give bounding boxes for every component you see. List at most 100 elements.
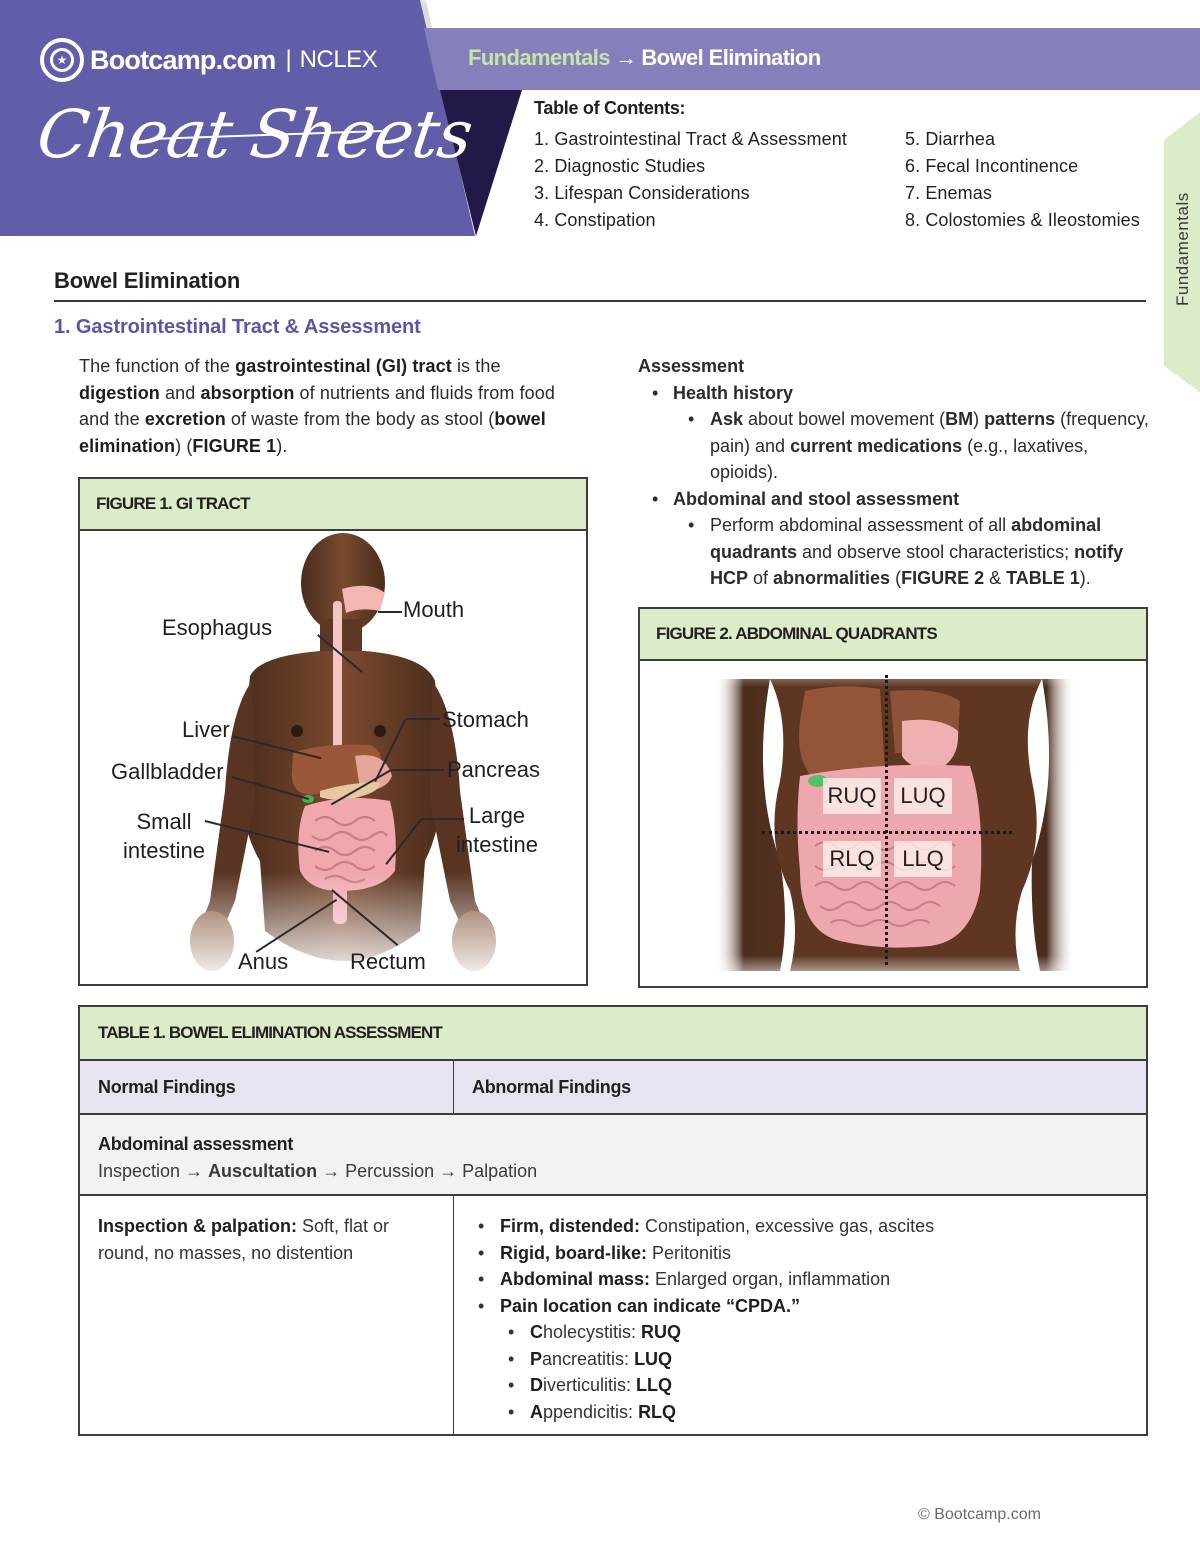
cell-abnormal-findings: • Firm, distended: Constipation, excessiv… [454, 1196, 1146, 1434]
assessment-title: Assessment [638, 356, 745, 376]
toc-item[interactable]: 8. Colostomies & Ileostomies [905, 210, 1140, 230]
toc-item[interactable]: 6. Fecal Incontinence [905, 156, 1079, 176]
figure-gi-tract: FIGURE 1. GI TRACT [78, 477, 588, 986]
cpda-item: • Pancreatitis: LUQ [472, 1346, 1128, 1373]
toc-item[interactable]: 4. Constipation [534, 210, 656, 230]
brand-separator: | [285, 46, 292, 73]
assessment-list: • Health history • Ask about bowel movem… [638, 380, 1158, 592]
quadrant-llq: LLQ [894, 841, 952, 877]
cpda-condition: ancreatitis: [542, 1348, 635, 1369]
table-span-row: Abdominal assessment Inspection → Auscul… [80, 1115, 1146, 1196]
breadcrumb-section[interactable]: Fundamentals [468, 45, 611, 70]
human-body-gi-illustration [80, 531, 586, 984]
breadcrumb-arrow-icon: → [614, 45, 637, 70]
table-title: TABLE 1. BOWEL ELIMINATION ASSESSMENT [80, 1007, 1146, 1061]
bullet-icon: • [688, 409, 695, 429]
label-mouth: Mouth [403, 597, 465, 622]
side-tab-fundamentals[interactable] [1164, 112, 1200, 392]
bullet-icon: • [508, 1375, 515, 1395]
toc-item[interactable]: 2. Diagnostic Studies [534, 156, 706, 176]
bullet-icon: • [478, 1242, 485, 1263]
figure-title: FIGURE 1. GI TRACT [80, 479, 586, 531]
toc-item[interactable]: 7. Enemas [905, 183, 992, 203]
horizontal-umbilical-line [762, 831, 1012, 834]
abnormal-text: Enlarged organ, inflammation [650, 1269, 891, 1289]
abnormal-text: Peritonitis [647, 1242, 732, 1263]
breadcrumb-band [424, 28, 1200, 90]
toc-item[interactable]: 5. Diarrhea [905, 129, 996, 149]
title-divider [54, 300, 1146, 302]
bullet-icon: • [508, 1348, 515, 1369]
brand-logo-lockup[interactable]: ★ Bootcamp.com | NCLEX [40, 38, 378, 82]
bullet-icon: • [478, 1216, 485, 1236]
leader-large-intestine [422, 818, 464, 820]
cpda-initial: C [530, 1322, 543, 1342]
leader-mouth [378, 611, 402, 613]
cpda-quadrant: LLQ [636, 1375, 673, 1395]
assessment-item: • Health history [638, 380, 1158, 407]
cell-normal-findings: Inspection & palpation: Soft, flat or ro… [80, 1196, 454, 1434]
quadrant-rlq: RLQ [823, 841, 881, 877]
table-header-row: Normal Findings Abnormal Findings [80, 1061, 1146, 1115]
toc-title: Table of Contents: [534, 98, 686, 118]
brand-name: Bootcamp.com [90, 44, 276, 75]
abnormal-label: Rigid, board-like: [500, 1242, 648, 1263]
label-pancreas: Pancreas [447, 757, 540, 782]
cpda-quadrant: RLQ [638, 1401, 677, 1422]
label-small-intestine: Small intestine [123, 809, 205, 863]
abnormal-label: Pain location can indicate “CPDA.” [500, 1295, 801, 1316]
brand-product: NCLEX [299, 46, 378, 73]
cpda-item: •Cholecystitis: RUQ [472, 1319, 1128, 1346]
abnormal-item: •Abdominal mass: Enlarged organ, inflamm… [472, 1266, 1128, 1293]
toc-item[interactable]: 1. Gastrointestinal Tract & Assessment [534, 129, 847, 149]
assessment-item: • Abdominal and stool assessment [638, 486, 1158, 513]
abdominal-quadrants-illustration: RUQ LUQ RLQ LLQ [640, 661, 1146, 986]
figure-abdominal-quadrants: FIGURE 2. ABDOMINAL QUADRANTS [638, 607, 1148, 988]
abnormal-label: Firm, distended: [500, 1216, 641, 1236]
table-bowel-elimination-assessment: TABLE 1. BOWEL ELIMINATION ASSESSMENT No… [78, 1005, 1148, 1436]
intro-paragraph: The function of the gastrointestinal (GI… [79, 356, 555, 456]
figure-title: FIGURE 2. ABDOMINAL QUADRANTS [640, 609, 1146, 661]
assessment-sequence: Inspection → Auscultation → Percussion →… [98, 1161, 538, 1181]
table-of-contents: Table of Contents: 1. Gastrointestinal T… [534, 98, 1154, 234]
normal-label: Inspection & palpation: [98, 1216, 298, 1236]
label-stomach: Stomach [442, 707, 529, 732]
bullet-icon: • [688, 515, 695, 535]
label-esophagus: Esophagus [162, 615, 273, 640]
cpda-initial: A [530, 1401, 543, 1422]
label-gallbladder: Gallbladder [111, 759, 224, 784]
bullet-icon: • [652, 488, 659, 509]
assessment-block: Assessment • Health history • Ask about … [638, 353, 1158, 592]
page-title: Bowel Elimination [54, 268, 241, 293]
label-rectum: Rectum [350, 949, 426, 974]
assessment-subitem-text: Ask about bowel movement (BM) patterns (… [710, 409, 1149, 482]
toc-column-2: 5. Diarrhea 6. Fecal Incontinence 7. Ene… [905, 126, 1140, 234]
abnormal-findings-list: • Firm, distended: Constipation, excessiv… [472, 1213, 1128, 1425]
cpda-condition: holecystitis: [543, 1322, 642, 1342]
cpda-condition: ppendicitis: [543, 1401, 639, 1422]
toc-item[interactable]: 3. Lifespan Considerations [534, 183, 750, 203]
gi-tract-illustration: Mouth Esophagus Liver Stomach Gallbladde… [80, 531, 586, 984]
bootcamp-star-logo-icon: ★ [40, 38, 84, 82]
cpda-quadrant: RUQ [641, 1322, 682, 1342]
breadcrumb-topic: Bowel Elimination [641, 45, 821, 70]
assessment-item-label: Abdominal and stool assessment [673, 488, 960, 509]
column-header-normal: Normal Findings [80, 1061, 454, 1113]
assessment-subitem: • Ask about bowel movement (BM) patterns… [638, 406, 1158, 486]
normal-text: Soft, flat or round, no masses, no diste… [98, 1216, 390, 1263]
bullet-icon: • [478, 1295, 485, 1316]
cpda-initial: P [530, 1348, 543, 1369]
abnormal-text: Constipation, excessive gas, ascites [640, 1216, 935, 1236]
cpda-quadrant: LUQ [634, 1348, 673, 1369]
cpda-item: •Diverticulitis: LLQ [472, 1372, 1128, 1399]
abnormal-item: • Rigid, board-like: Peritonitis [472, 1240, 1128, 1267]
breadcrumb: Fundamentals→Bowel Elimination [468, 45, 821, 71]
footer-copyright: © Bootcamp.com [918, 1506, 1041, 1523]
abnormal-label: Abdominal mass: [500, 1269, 651, 1289]
abnormal-item: • Pain location can indicate “CPDA.” [472, 1293, 1128, 1320]
column-header-abnormal: Abnormal Findings [472, 1076, 631, 1097]
assessment-subitem: • Perform abdominal assessment of all ab… [638, 512, 1158, 592]
assessment-item-label: Health history [673, 382, 794, 403]
side-tab-label: Fundamentals [1173, 192, 1192, 306]
toc-column-1: 1. Gastrointestinal Tract & Assessment 2… [534, 126, 905, 234]
